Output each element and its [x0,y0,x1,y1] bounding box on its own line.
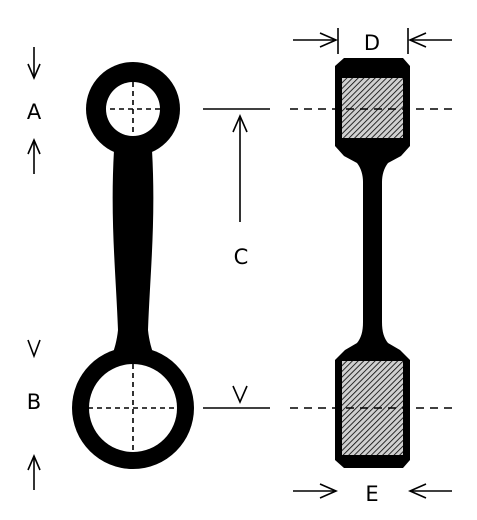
arrow-d-left-icon [319,32,338,48]
dimension-lines [33,28,455,492]
arrow-a-top-icon [27,63,41,81]
arrow-e-right-icon [408,483,427,499]
dimension-label-a: A [27,100,42,124]
arrow-e-left-icon [319,483,338,499]
arrow-b-top-icon [27,339,41,359]
front-centerlines [88,82,178,452]
dimension-label-e: E [365,482,378,506]
small-end-hatch [342,78,403,138]
dimension-label-d: D [364,31,380,55]
arrow-c-top-icon [232,114,248,133]
front-view [72,62,194,469]
arrow-c-bottom-icon [232,385,248,404]
arrow-b-bottom-icon [27,453,41,471]
dimension-arrowheads [27,32,427,499]
dimension-label-c: C [234,245,249,269]
arrow-a-bottom-icon [27,137,41,155]
arrow-d-right-icon [408,32,427,48]
dimension-label-b: B [27,390,41,414]
rod-shank [98,150,168,380]
side-view [335,58,410,468]
